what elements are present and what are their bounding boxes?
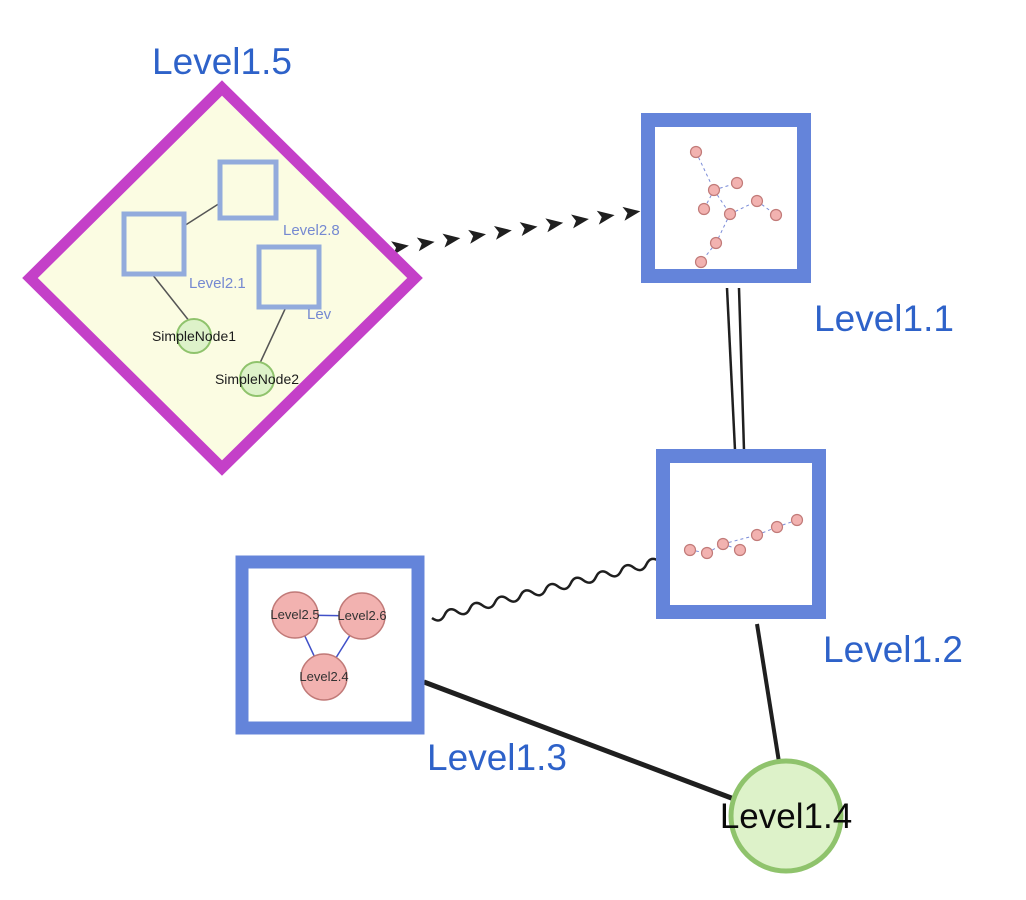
level1-1-box-shape[interactable]: [641, 113, 811, 283]
level1-3-label: Level1.3: [427, 737, 567, 778]
mini-node[interactable]: [700, 546, 714, 560]
node-simplenode1[interactable]: [176, 318, 212, 354]
subgraph-level1-1-nodes: [689, 145, 783, 269]
mini-node[interactable]: [723, 207, 737, 221]
node-simplenode2[interactable]: [239, 361, 275, 397]
mini-node[interactable]: [750, 528, 764, 542]
group-node-level1-5: Level1.5 Level2.8 Level2.1 Lev SimpleNod…: [22, 41, 423, 476]
level1-4-label: Level1.4: [720, 797, 852, 836]
group-node-level1-1: Level1.1: [641, 113, 954, 339]
group-node-level1-3: Level2.5 Level2.6 Level2.4 Level1.3: [235, 555, 567, 778]
node-level2-5[interactable]: [271, 591, 319, 639]
level1-5-diamond-shape[interactable]: [22, 80, 423, 476]
subgraph-level1-2-nodes: [683, 513, 804, 560]
edge-level1-1-to-level1-2[interactable]: [725, 287, 746, 451]
level1-3-box-shape[interactable]: [235, 555, 425, 735]
level1-4-circle-shape[interactable]: [728, 758, 844, 874]
node-level2-1[interactable]: [121, 211, 187, 277]
mini-node[interactable]: [689, 145, 703, 159]
mini-node[interactable]: [770, 520, 784, 534]
edge-level1-3-to-level1-4[interactable]: [423, 679, 735, 802]
edge-level2-8-to-level2-1[interactable]: [183, 202, 221, 227]
level2-4-label: Level2.4: [299, 669, 348, 684]
level1-1-label: Level1.1: [814, 298, 954, 339]
edge-level2-x-to-simplenode2[interactable]: [259, 306, 287, 364]
node-level2-6[interactable]: [338, 592, 386, 640]
node-level1-4: Level1.4: [720, 758, 852, 874]
level2-6-label: Level2.6: [337, 608, 386, 623]
mini-node[interactable]: [769, 208, 783, 222]
mini-node[interactable]: [683, 543, 697, 557]
mini-node[interactable]: [716, 537, 730, 551]
node-level2-4[interactable]: [300, 653, 348, 701]
mini-node[interactable]: [730, 176, 744, 190]
level2-5-label: Level2.5: [270, 607, 319, 622]
level2-8-label: Level2.8: [283, 222, 340, 239]
simplenode2-label: SimpleNode2: [215, 371, 299, 387]
group-node-level1-2: Level1.2: [656, 449, 963, 670]
mini-node[interactable]: [733, 543, 747, 557]
edge-level1-2-to-level1-4[interactable]: [755, 623, 781, 763]
mini-node[interactable]: [709, 236, 723, 250]
edge-level2-1-to-simplenode1[interactable]: [151, 273, 191, 323]
node-level2-8[interactable]: [217, 159, 279, 221]
level1-2-label: Level1.2: [823, 629, 963, 670]
mini-node[interactable]: [790, 513, 804, 527]
level1-2-box-shape[interactable]: [656, 449, 826, 619]
mini-node[interactable]: [707, 183, 721, 197]
edge-level1-5-to-level1-1[interactable]: [391, 204, 642, 256]
level2-x-label: Lev: [307, 306, 332, 323]
mini-node[interactable]: [694, 255, 708, 269]
simplenode1-label: SimpleNode1: [152, 328, 236, 344]
mini-node[interactable]: [750, 194, 764, 208]
level2-1-label: Level2.1: [189, 275, 246, 292]
node-level2-x[interactable]: [256, 244, 322, 310]
mini-node[interactable]: [697, 202, 711, 216]
edge-level1-3-to-level1-2[interactable]: [431, 557, 660, 622]
level1-5-label: Level1.5: [152, 41, 292, 82]
